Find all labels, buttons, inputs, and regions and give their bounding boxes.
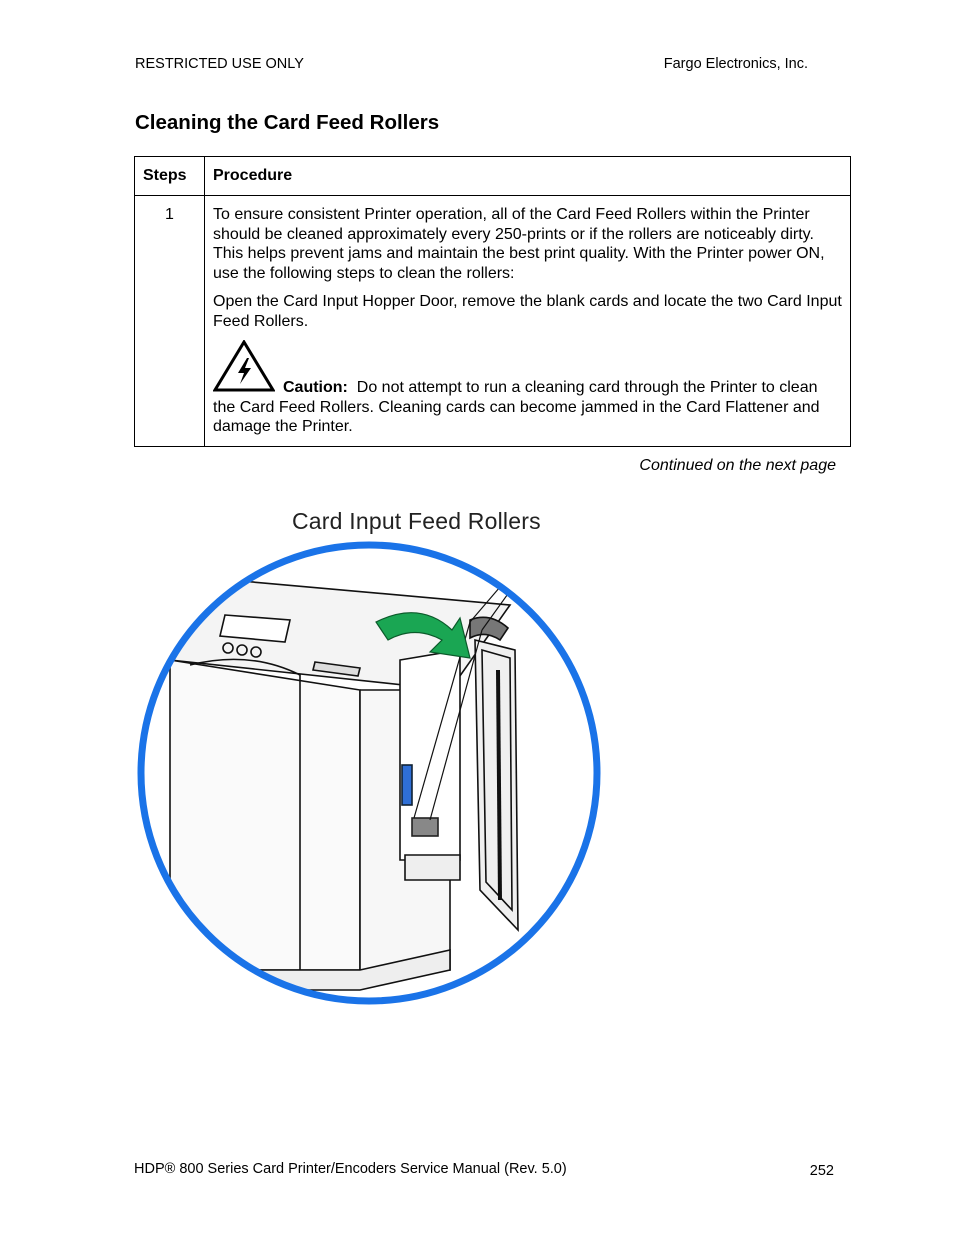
header-restricted: RESTRICTED USE ONLY (135, 56, 304, 72)
col-procedure-header: Procedure (204, 156, 851, 196)
printer-illustration (137, 541, 601, 1005)
table-header-row: Steps Procedure (134, 156, 851, 196)
caution-label: Caution: (283, 379, 348, 396)
caution-block: Caution: Do not attempt to run a cleanin… (212, 339, 842, 437)
page-number: 252 (809, 1163, 834, 1179)
col-steps-header: Steps (134, 156, 205, 196)
procedure-paragraph-1: To ensure consistent Printer operation, … (213, 206, 825, 282)
header-company: Fargo Electronics, Inc. (663, 56, 808, 72)
step-number: 1 (134, 195, 205, 447)
high-voltage-warning-icon (212, 339, 276, 398)
page-title: Cleaning the Card Feed Rollers (135, 111, 440, 134)
procedure-table: Steps Procedure 1 To ensure consistent P… (134, 156, 851, 447)
figure-label: Card Input Feed Rollers (292, 508, 541, 534)
procedure-paragraph-2: Open the Card Input Hopper Door, remove … (213, 293, 842, 330)
continued-note: Continued on the next page (639, 457, 836, 474)
table-row: 1 To ensure consistent Printer operation… (134, 195, 851, 447)
footer-manual-title: HDP® 800 Series Card Printer/Encoders Se… (134, 1161, 567, 1177)
step-procedure: To ensure consistent Printer operation, … (204, 195, 851, 447)
caution-text: Do not attempt to run a cleaning card th… (213, 379, 820, 435)
